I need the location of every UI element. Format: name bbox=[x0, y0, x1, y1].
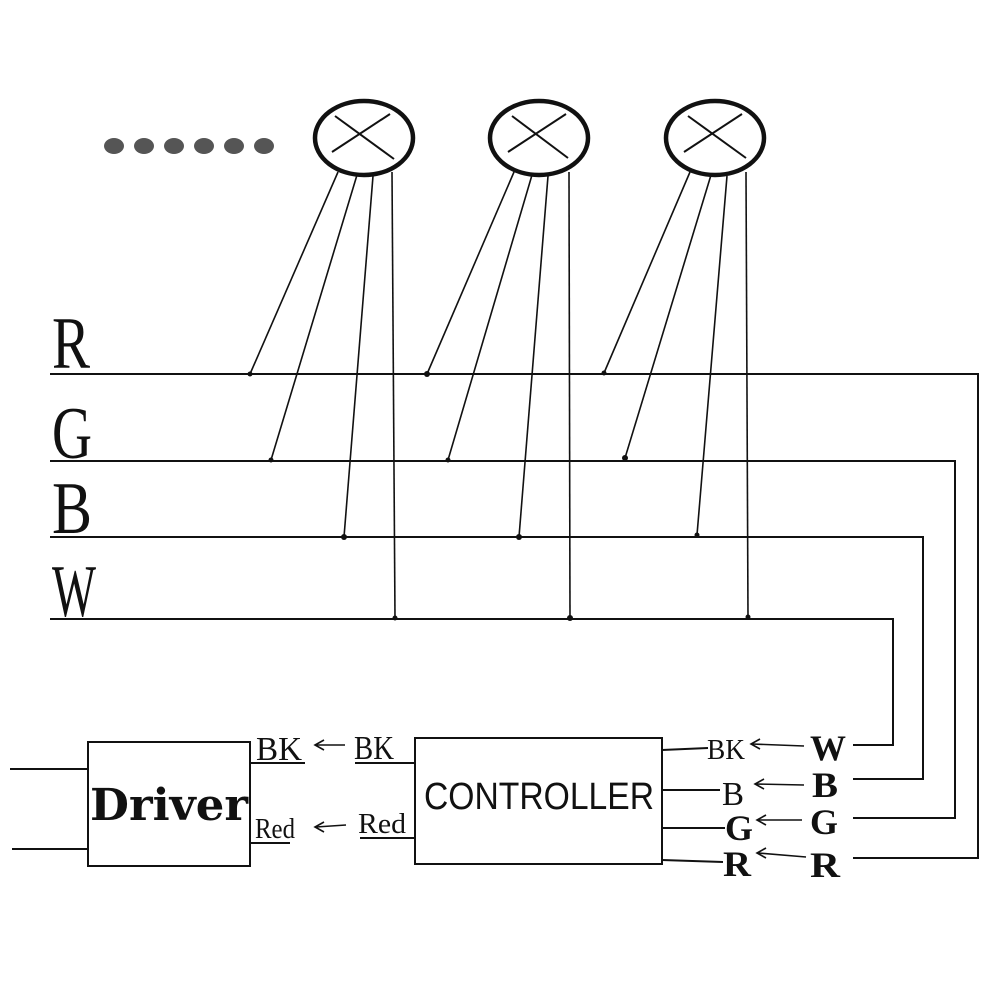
input-label-r: R bbox=[810, 845, 841, 885]
bus-w bbox=[50, 618, 894, 746]
controller-terminal-out-r: R bbox=[723, 844, 752, 884]
bus-r bbox=[50, 373, 979, 859]
lamp-2 bbox=[487, 98, 591, 178]
bus-label-b: B bbox=[52, 468, 92, 550]
driver-box bbox=[87, 741, 251, 867]
controller-terminal-out-bk: BK bbox=[707, 735, 745, 766]
driver-arrows bbox=[313, 739, 347, 833]
lamp-3-leads bbox=[603, 171, 749, 618]
controller-terminal-out-b: B bbox=[722, 776, 744, 813]
bus-g bbox=[50, 460, 956, 819]
bus-label-w: W bbox=[52, 551, 96, 633]
lamp-2-leads bbox=[426, 171, 571, 619]
input-label-b: B bbox=[812, 765, 838, 805]
driver-title: Driver bbox=[90, 780, 249, 831]
bus-label-g: G bbox=[52, 393, 92, 475]
input-label-w: W bbox=[810, 728, 846, 768]
lamp-1-leads bbox=[249, 171, 396, 619]
controller-terminal-out-g: G bbox=[725, 808, 753, 848]
lamp-1 bbox=[312, 98, 416, 178]
lamp-3 bbox=[663, 98, 767, 178]
input-arrows bbox=[749, 738, 807, 859]
more-lamps-ellipsis bbox=[104, 138, 274, 154]
controller-terminal-red: Red bbox=[358, 809, 406, 840]
driver-terminal-red: Red bbox=[255, 814, 295, 845]
driver-terminal-bk: BK bbox=[256, 731, 302, 768]
input-label-g: G bbox=[810, 802, 838, 842]
bus-b bbox=[50, 536, 924, 780]
junction-nodes bbox=[247, 370, 751, 621]
controller-title: CONTROLLER bbox=[424, 776, 654, 818]
controller-terminal-bk: BK bbox=[354, 730, 394, 767]
controller-box bbox=[414, 737, 663, 865]
bus-label-r: R bbox=[52, 303, 90, 385]
